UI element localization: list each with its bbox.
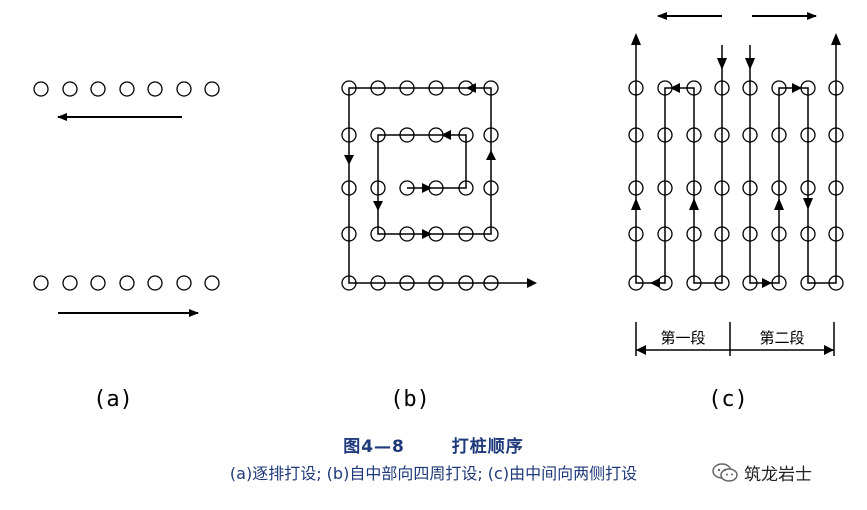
panel-b xyxy=(341,80,499,291)
pile-circle xyxy=(119,81,135,97)
panel-c-label: (c) xyxy=(708,387,748,412)
snake-arrow xyxy=(689,198,699,210)
figure-title: 图4—8 打桩顺序 xyxy=(0,432,867,457)
spiral-arrow xyxy=(422,183,432,193)
pile-circle xyxy=(90,81,106,97)
spiral-arrow xyxy=(422,229,432,239)
segment2-label: 第二段 xyxy=(759,329,804,347)
snake-arrow xyxy=(745,58,755,70)
bracket-arrow xyxy=(636,345,646,355)
panel-b-label: (b) xyxy=(390,387,430,412)
pile-circle xyxy=(204,81,220,97)
panel-a-label: (a) xyxy=(93,387,133,412)
spiral-arrow xyxy=(441,130,451,140)
panel-c xyxy=(628,80,844,291)
figure-number: 图4—8 xyxy=(343,437,405,457)
spiral-arrow xyxy=(527,278,537,288)
pile-circle xyxy=(204,275,220,291)
snake-arrow xyxy=(774,198,784,210)
snake-arrow xyxy=(803,198,813,210)
pile-circle xyxy=(147,81,163,97)
pile-circle xyxy=(90,275,106,291)
spiral-arrow xyxy=(486,150,496,160)
wechat-icon xyxy=(712,462,738,482)
panel-a xyxy=(33,81,220,291)
snake-arrow xyxy=(762,278,772,288)
spiral-path xyxy=(348,87,532,284)
snake-arrow xyxy=(831,33,841,45)
segment1-label: 第一段 xyxy=(660,329,705,347)
pile-circle xyxy=(147,275,163,291)
pile-circle xyxy=(33,81,49,97)
snake-arrow xyxy=(650,278,660,288)
snake-path-right xyxy=(749,35,837,284)
snake-path-left xyxy=(635,35,723,284)
snake-arrow xyxy=(670,83,680,93)
snake-arrow xyxy=(631,33,641,45)
spiral-arrow xyxy=(344,155,354,165)
pile-circle xyxy=(62,275,78,291)
snake-arrow xyxy=(792,83,802,93)
segment-bracket xyxy=(635,322,835,356)
pile-circle xyxy=(176,275,192,291)
pile-circle xyxy=(33,275,49,291)
bracket-arrow xyxy=(824,345,834,355)
spiral-arrow xyxy=(373,201,383,211)
snake-arrow xyxy=(631,198,641,210)
pile-circle xyxy=(62,81,78,97)
figure-caption: (a)逐排打设; (b)自中部向四周打设; (c)由中间向两侧打设 xyxy=(229,464,638,483)
watermark: 筑龙岩士 xyxy=(712,460,812,485)
figure-name: 打桩顺序 xyxy=(451,437,524,457)
watermark-text: 筑龙岩士 xyxy=(744,465,812,485)
spiral-arrow xyxy=(466,83,476,93)
pile-circle xyxy=(176,81,192,97)
pile-circle xyxy=(119,275,135,291)
snake-arrow xyxy=(717,58,727,70)
